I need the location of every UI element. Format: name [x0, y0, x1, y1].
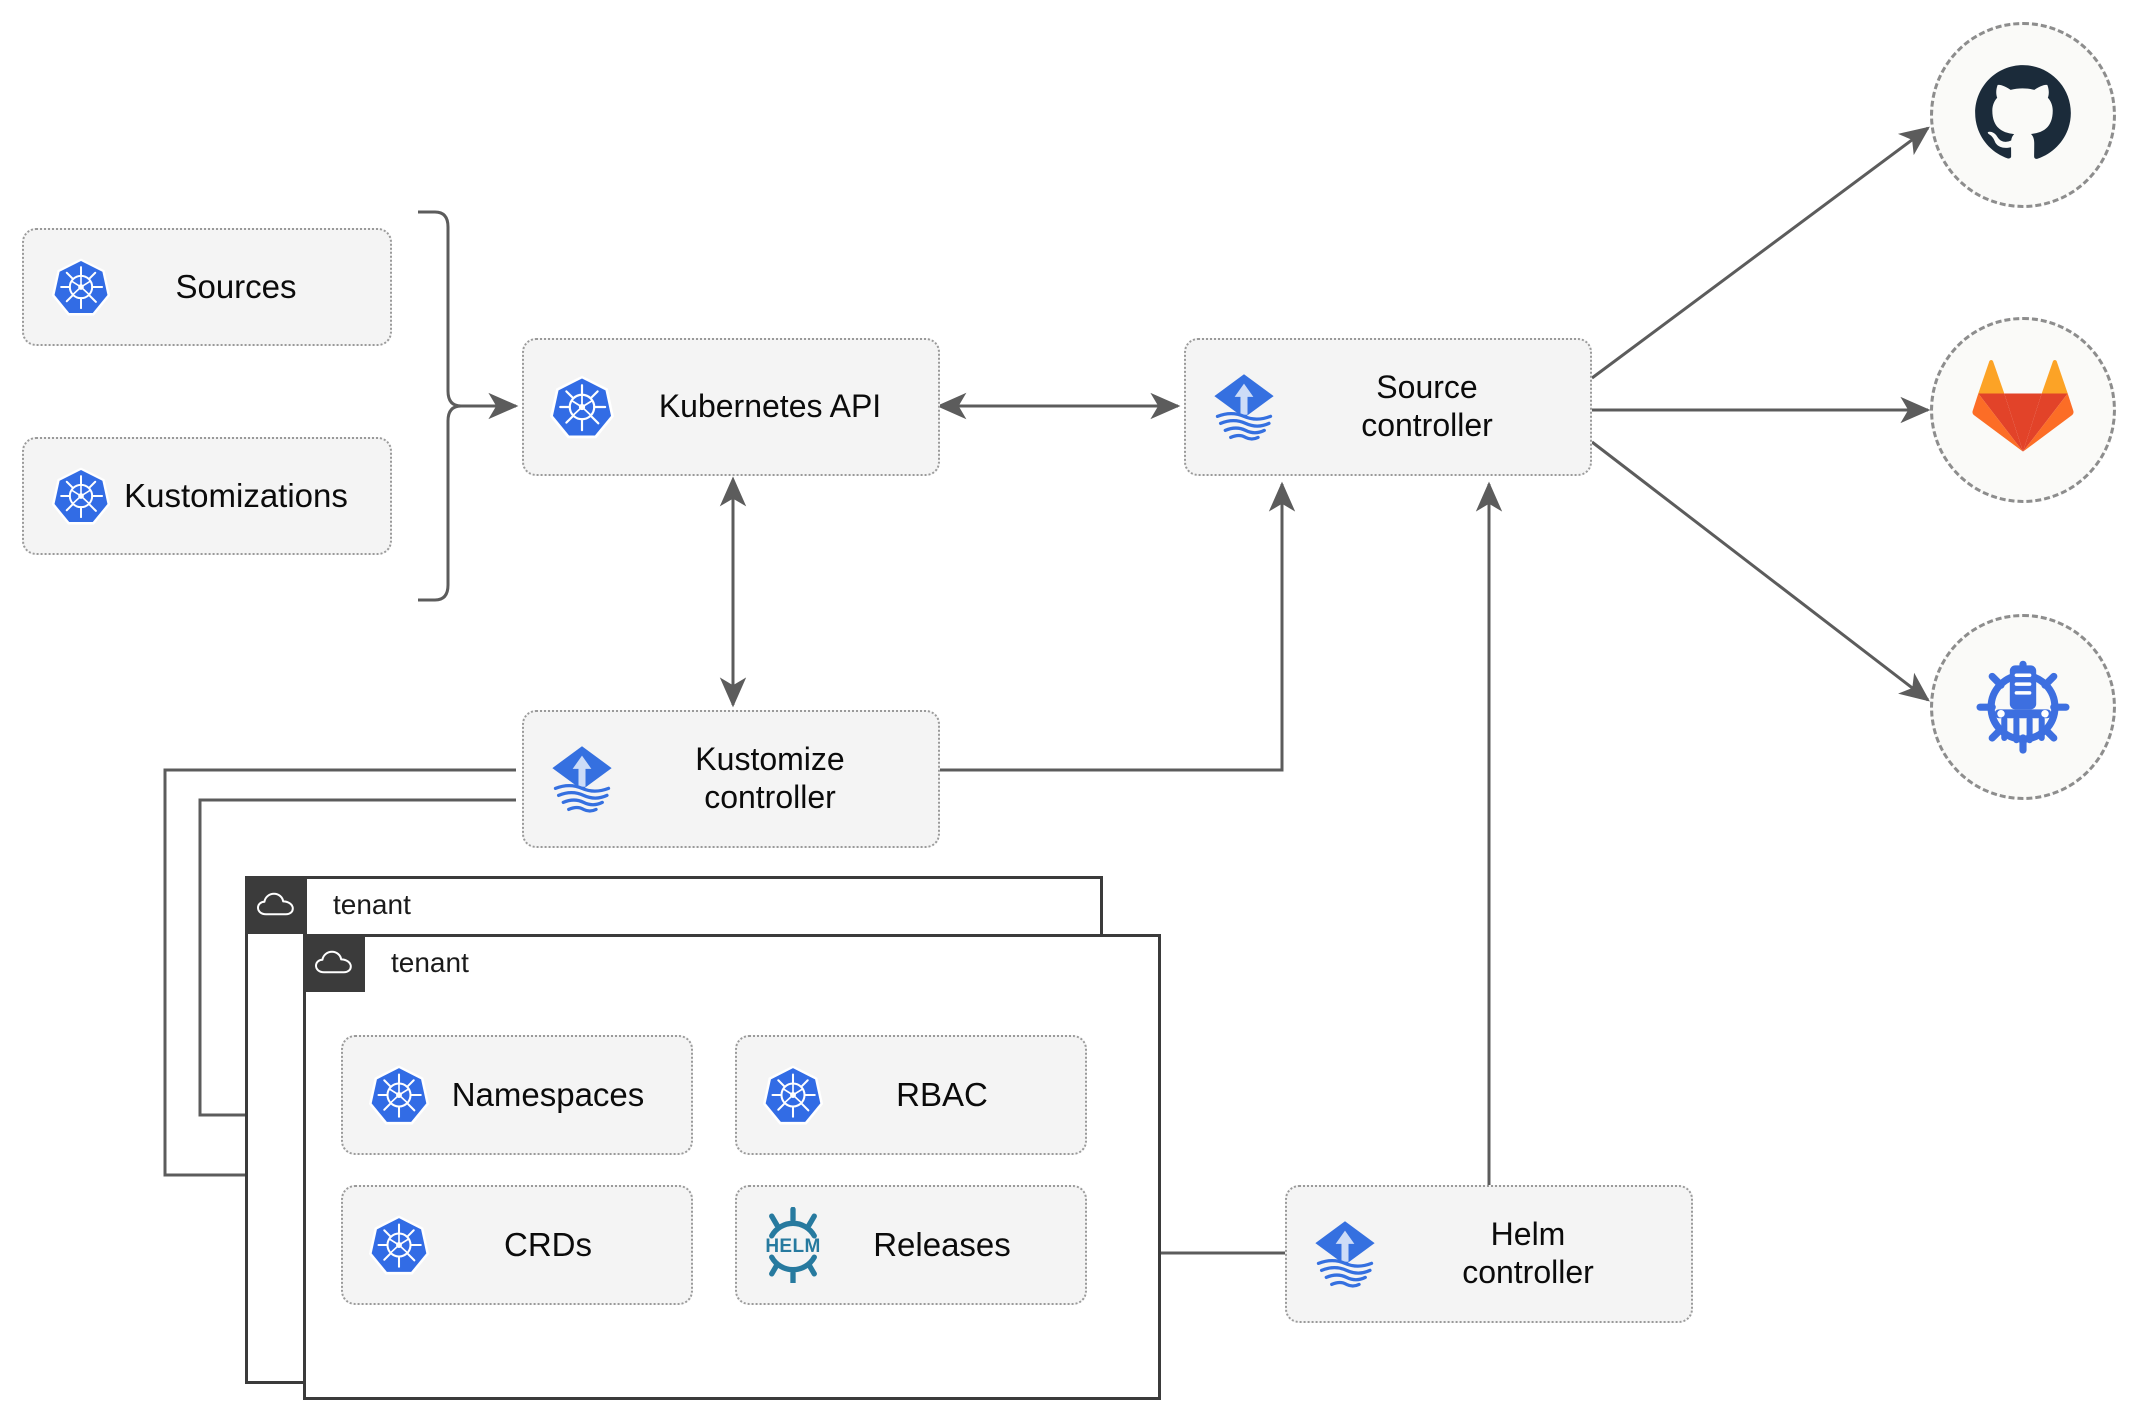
tenant-resource-releases[interactable]: Releases — [735, 1185, 1087, 1305]
kubernetes-icon — [38, 465, 124, 527]
flux-icon — [1297, 1215, 1393, 1293]
flux-icon — [534, 740, 630, 818]
resource-card-kustomizations[interactable]: Kustomizations — [22, 437, 392, 555]
resource-label: Kustomizations — [124, 476, 348, 514]
tenant-resource-rbac[interactable]: RBAC — [735, 1035, 1087, 1155]
helm-repository-icon — [1968, 650, 2078, 765]
cloud-icon — [303, 934, 365, 992]
tenant-resource-crds[interactable]: CRDs — [341, 1185, 693, 1305]
github-icon — [1971, 61, 2075, 170]
node-source-controller[interactable]: Source controller — [1184, 338, 1592, 476]
resource-label: Sources — [175, 267, 297, 305]
helm-icon — [747, 1207, 839, 1283]
resource-card-sources[interactable]: Sources — [22, 228, 392, 346]
cloud-icon — [245, 876, 307, 934]
external-source-github[interactable] — [1930, 22, 2116, 208]
node-label: Kubernetes API — [658, 388, 882, 425]
external-source-gitlab[interactable] — [1930, 317, 2116, 503]
node-label: Source controller — [1361, 369, 1493, 443]
kubernetes-icon — [747, 1063, 839, 1127]
tenant-resource-label: Namespaces — [451, 1075, 645, 1113]
node-helm-controller[interactable]: Helm controller — [1285, 1185, 1693, 1323]
flux-icon — [1196, 368, 1292, 446]
tenant-label: tenant — [391, 947, 469, 978]
tenant-resource-label: CRDs — [504, 1225, 592, 1263]
node-label: Kustomize controller — [695, 741, 845, 815]
kubernetes-icon — [38, 256, 124, 318]
kubernetes-icon — [353, 1063, 445, 1127]
tenant-resource-label: Releases — [873, 1225, 1011, 1263]
node-kustomize-controller[interactable]: Kustomize controller — [522, 710, 940, 848]
gitlab-icon — [1971, 356, 2075, 465]
external-source-helm-repository[interactable] — [1930, 614, 2116, 800]
kubernetes-icon — [534, 373, 630, 441]
node-label: Helm controller — [1462, 1216, 1594, 1290]
tenant-label: tenant — [333, 889, 411, 920]
tenant-group-inner[interactable] — [303, 934, 1161, 1400]
tenant-resource-namespaces[interactable]: Namespaces — [341, 1035, 693, 1155]
tenant-header-outer: tenant — [245, 876, 411, 934]
tenant-header-inner: tenant — [303, 934, 469, 992]
kubernetes-icon — [353, 1213, 445, 1277]
node-kubernetes-api[interactable]: Kubernetes API — [522, 338, 940, 476]
tenant-resource-label: RBAC — [896, 1075, 988, 1113]
